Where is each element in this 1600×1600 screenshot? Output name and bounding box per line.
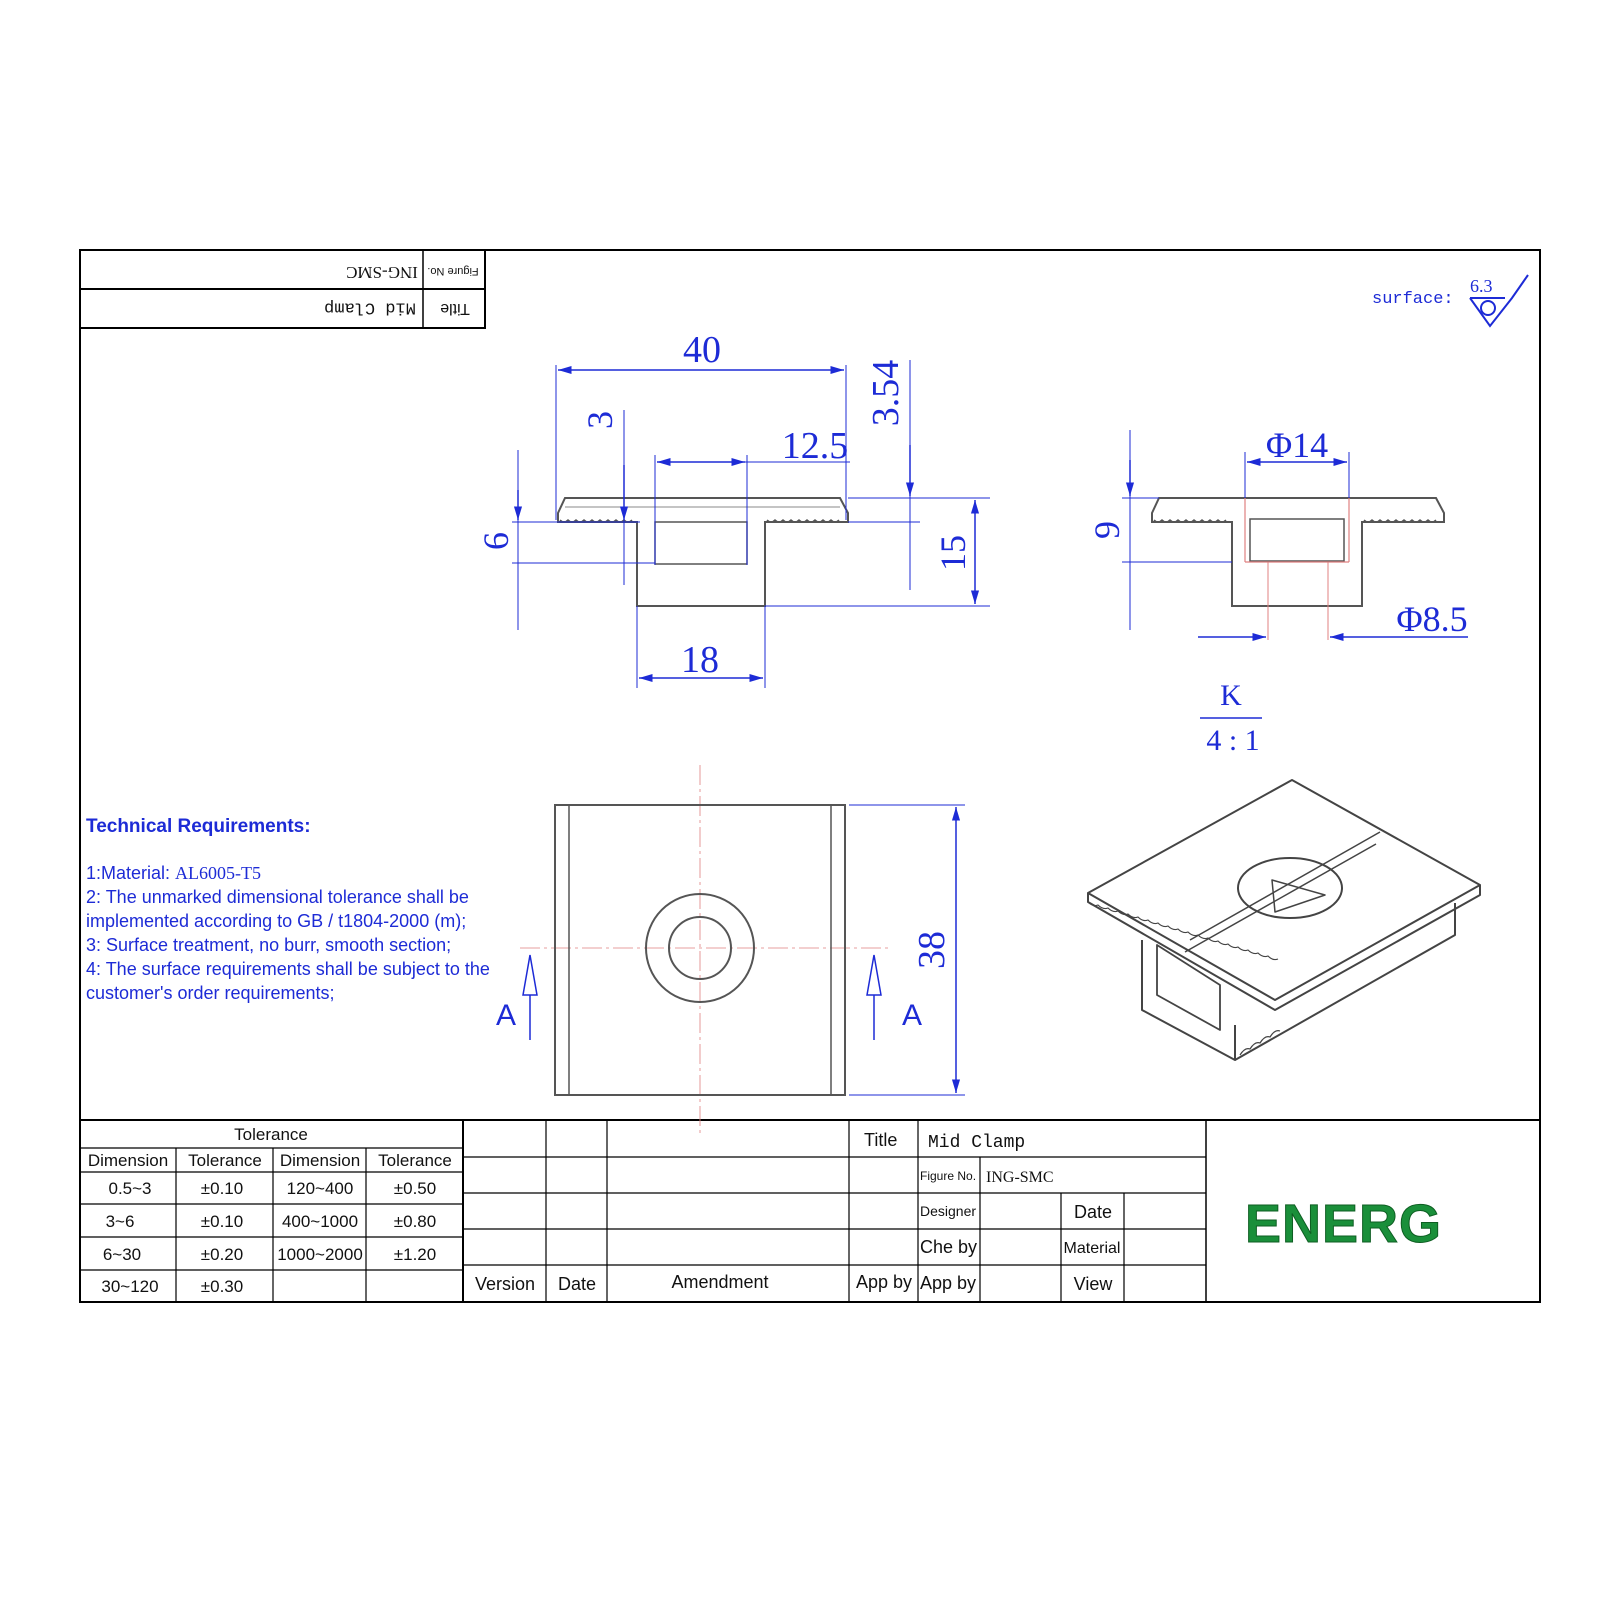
top-view-outline xyxy=(554,804,846,1096)
top-view-inner-circle xyxy=(668,916,732,980)
surface-value: 6.3 xyxy=(1470,276,1493,296)
tech-heading: Technical Requirements: xyxy=(86,816,311,837)
rev-version-label: Version xyxy=(475,1274,535,1294)
tol-header-3: Tolerance xyxy=(378,1151,452,1170)
dim-9: 9 xyxy=(1087,521,1127,539)
tol-cell: 6~30 xyxy=(103,1245,141,1264)
tech-item-2: 2: The unmarked dimensional tolerance sh… xyxy=(86,887,469,931)
tol-cell: 1000~2000 xyxy=(277,1245,363,1264)
energ-logo: ENERG xyxy=(1245,1194,1443,1254)
tol-cell: ±0.20 xyxy=(201,1245,243,1264)
tolerance-table xyxy=(80,1120,464,1302)
top-view: A A 38 xyxy=(496,765,965,1135)
detail-view-profile xyxy=(1151,497,1445,607)
roughness-symbol-icon xyxy=(1469,274,1529,328)
tol-cell: ±0.30 xyxy=(201,1277,243,1296)
designer-label: Designer xyxy=(920,1203,976,1219)
tech-item-material: 1:Material: AL6005-T5 xyxy=(86,861,496,885)
figure-no-label: Figure No. xyxy=(920,1169,976,1183)
tol-header-2: Dimension xyxy=(280,1151,360,1170)
tol-cell: ±0.80 xyxy=(394,1212,436,1231)
app-by-label: App by xyxy=(920,1273,976,1293)
rev-date-label: Date xyxy=(558,1274,596,1294)
tol-cell: 0.5~3 xyxy=(108,1179,151,1198)
dim-40: 40 xyxy=(683,329,721,371)
dim-38: 38 xyxy=(911,931,953,969)
detail-scale: 4 : 1 xyxy=(1206,724,1259,757)
detail-view-k: Φ14 9 Φ8.5 K 4 : 1 xyxy=(1087,425,1468,757)
dim-6: 6 xyxy=(476,532,516,550)
section-label-right: A xyxy=(902,999,922,1032)
title-value: Mid Clamp xyxy=(928,1133,1025,1153)
corner-block: ING-SMC Figure No. Mid Clamp Title xyxy=(79,249,486,329)
dim-12-5: 12.5 xyxy=(782,425,849,467)
tol-cell: ±0.10 xyxy=(201,1212,243,1231)
corner-title-value: Mid Clamp xyxy=(324,298,416,317)
title-label: Title xyxy=(864,1130,897,1150)
top-view-outer-circle xyxy=(645,893,755,1003)
corner-title-label: Title xyxy=(440,300,470,317)
dim-phi8-5: Φ8.5 xyxy=(1396,599,1467,639)
section-arrow-left-icon xyxy=(522,954,538,1040)
corner-figure-no-label: Figure No. xyxy=(427,265,478,277)
dim-18: 18 xyxy=(681,639,719,681)
tol-header-1: Tolerance xyxy=(188,1151,262,1170)
detail-label-k: K xyxy=(1220,679,1242,712)
surface-roughness: surface: 6.3 xyxy=(1372,274,1529,328)
che-by-label: Che by xyxy=(920,1237,977,1257)
drawing-frame xyxy=(79,249,1541,1303)
date-label: Date xyxy=(1074,1202,1112,1222)
dim-3: 3 xyxy=(580,411,620,429)
dim-phi14: Φ14 xyxy=(1266,425,1328,465)
tol-header-0: Dimension xyxy=(88,1151,168,1170)
tech-item-4: 4: The surface requirements shall be sub… xyxy=(86,959,490,1003)
technical-requirements: Technical Requirements: 1:Material: AL60… xyxy=(86,815,496,1005)
tol-cell: ±1.20 xyxy=(394,1245,436,1264)
tech-item-3: 3: Surface treatment, no burr, smooth se… xyxy=(86,935,452,955)
front-view: 40 3 12.5 3.54 6 15 18 xyxy=(476,329,990,688)
front-view-profile xyxy=(557,497,849,607)
tolerance-table-title: Tolerance xyxy=(234,1125,308,1144)
dim-15: 15 xyxy=(933,535,973,571)
surface-label: surface: xyxy=(1372,290,1454,309)
corner-figure-no-value: ING-SMC xyxy=(346,263,418,282)
front-view-slot xyxy=(654,521,748,565)
section-label-left: A xyxy=(496,999,516,1032)
tol-cell: 3~6 xyxy=(106,1212,135,1231)
tol-cell: 400~1000 xyxy=(282,1212,358,1231)
rev-app-by-label: App by xyxy=(856,1272,912,1292)
tol-cell: 120~400 xyxy=(287,1179,354,1198)
isometric-view xyxy=(1087,779,1481,1061)
figure-no-value: ING-SMC xyxy=(986,1169,1054,1186)
tol-cell: ±0.50 xyxy=(394,1179,436,1198)
section-arrow-right-icon xyxy=(866,954,882,1040)
view-label: View xyxy=(1074,1274,1114,1294)
rev-amendment-label: Amendment xyxy=(671,1272,768,1292)
revision-block xyxy=(463,1120,919,1302)
tech-material-label: 1:Material: xyxy=(86,863,176,883)
tol-cell: ±0.10 xyxy=(201,1179,243,1198)
title-block xyxy=(918,1120,1207,1302)
dim-3-54: 3.54 xyxy=(865,360,907,427)
tech-material-value: AL6005-T5 xyxy=(175,863,262,883)
tol-cell: 30~120 xyxy=(101,1277,158,1296)
material-label: Material xyxy=(1064,1240,1121,1257)
